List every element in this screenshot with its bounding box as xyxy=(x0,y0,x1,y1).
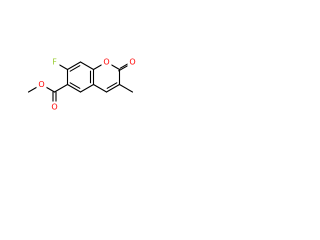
bond-c4a-c5 xyxy=(79,83,95,93)
atom-carbonyl-oxygen: O xyxy=(127,56,138,68)
atom-ester-carbonyl-oxygen: O xyxy=(49,101,60,113)
bond-c7-c8-inner xyxy=(69,65,81,72)
atom-ester-oxygen: O xyxy=(36,79,47,90)
atom-ring-oxygen: O xyxy=(101,56,112,68)
bond-c7-c8 xyxy=(66,61,82,71)
bond-c8-c8a xyxy=(79,61,95,71)
ester-carbonyl-oxygen-label: O xyxy=(51,103,57,112)
ester-oxygen-label: O xyxy=(38,80,44,89)
bond-c4-c4a xyxy=(92,83,108,93)
bond-c5-c6-inner xyxy=(69,82,81,89)
bond-c3-c4-inner xyxy=(106,82,118,89)
bond-c5-c6 xyxy=(66,83,82,93)
bond-c6-ester-c xyxy=(53,83,69,93)
bond-c3-methyl xyxy=(118,83,134,93)
atom-fluorine: F xyxy=(49,56,60,68)
bond-c3-c4 xyxy=(105,83,121,93)
fluorine-label: F xyxy=(52,58,57,67)
carbonyl-oxygen-label: O xyxy=(129,58,135,67)
molecule-structure: F O O O O xyxy=(27,56,138,113)
ring-oxygen-label: O xyxy=(103,58,109,67)
